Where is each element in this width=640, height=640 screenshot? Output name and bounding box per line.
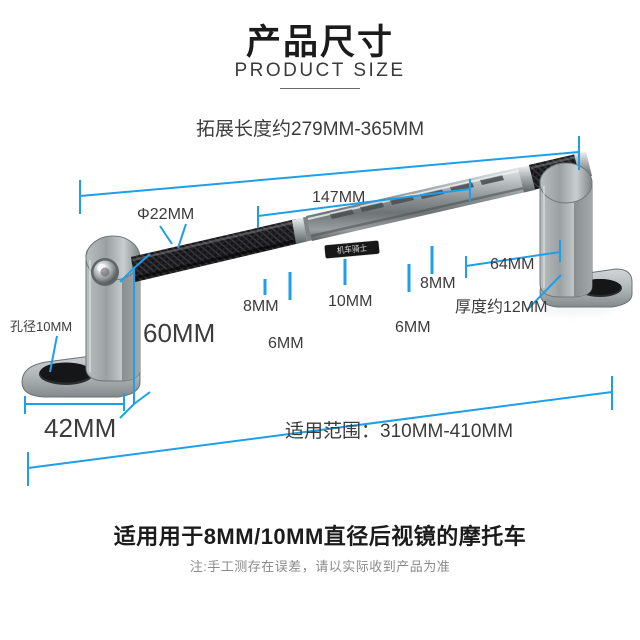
footer-primary-text: 适用用于8MM/10MM直径后视镜的摩托车 bbox=[113, 524, 527, 549]
brand-text: 机车骑士 bbox=[336, 243, 368, 256]
right-bracket bbox=[539, 162, 633, 308]
dimension-lines bbox=[24, 136, 613, 486]
dim-fit-range bbox=[27, 376, 613, 486]
dim-tube-diameter bbox=[159, 223, 187, 249]
label-tube-diameter: Φ22MM bbox=[137, 206, 195, 223]
left-bracket bbox=[21, 235, 141, 398]
label-thickness: 厚度约12MM bbox=[455, 299, 548, 316]
dim-extend-length bbox=[79, 136, 580, 214]
label-spacing-center-10: 10MM bbox=[328, 293, 373, 310]
footer-note-text: 注:手工测存在误差，请以实际收到产品为准 bbox=[189, 559, 451, 574]
label-extend-length: 拓展长度约279MM-365MM bbox=[196, 119, 425, 140]
label-64mm: 64MM bbox=[490, 256, 535, 273]
title-divider bbox=[280, 88, 360, 89]
label-spacing-right-6: 6MM bbox=[395, 319, 431, 336]
label-spacing-left-8: 8MM bbox=[243, 298, 279, 315]
label-60mm: 60MM bbox=[143, 318, 216, 348]
dim-64mm bbox=[465, 240, 561, 278]
dim-42mm bbox=[24, 393, 125, 414]
label-hole-diameter: 孔径10MM bbox=[10, 319, 73, 334]
label-spacing-right-8: 8MM bbox=[420, 275, 456, 292]
page-title-cn: 产品尺寸 bbox=[245, 23, 394, 62]
dim-hole-diameter bbox=[49, 335, 58, 373]
dim-thickness bbox=[526, 274, 562, 311]
dim-60mm bbox=[119, 253, 151, 419]
label-spacing-left-6: 6MM bbox=[268, 335, 304, 352]
dim-hole-spacing-ticks bbox=[263, 246, 434, 300]
label-42mm: 42MM bbox=[44, 413, 117, 443]
label-147mm: 147MM bbox=[312, 189, 366, 206]
label-fit-range: 适用范围：310MM-410MM bbox=[285, 421, 514, 442]
dim-147mm bbox=[257, 179, 471, 228]
page-title-en: PRODUCT SIZE bbox=[234, 60, 406, 81]
